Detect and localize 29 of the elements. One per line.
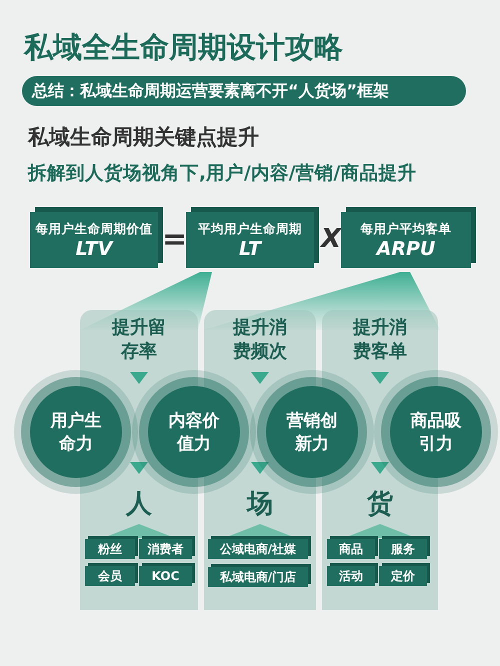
- subheading: 拆解到人货场视角下,用户/内容/营销/商品提升: [28, 162, 416, 185]
- formula-box: 每用户生命周期价值 LTV: [30, 212, 158, 268]
- circle: 商品吸引力: [390, 386, 482, 478]
- tag-box: 商品: [327, 539, 375, 559]
- subheading: 私域生命周期关键点提升: [28, 124, 259, 151]
- tag-box: KOC: [139, 566, 192, 586]
- category-heading: 货: [350, 485, 410, 521]
- column-heading: 提升消费客单: [352, 316, 408, 364]
- summary-banner: 总结：私域生命周期运营要素离不开“人货场”框架: [22, 76, 466, 106]
- tag-box: 活动: [327, 566, 375, 586]
- tag-box: 粉丝: [85, 539, 135, 559]
- circle: 营销创新力: [266, 386, 358, 478]
- circle: 用户生命力: [30, 386, 122, 478]
- tag-box: 公域电商/社媒: [208, 539, 308, 559]
- tag-box: 私域电商/门店: [208, 567, 308, 587]
- column-heading: 提升消费频次: [232, 316, 288, 364]
- tag-box: 会员: [85, 566, 135, 586]
- title: 私域全生命周期设计攻略: [24, 29, 343, 66]
- tag-box: 定价: [379, 566, 427, 586]
- formula-box: 平均用户生命周期 LT: [186, 212, 314, 268]
- tag-box: 消费者: [139, 539, 192, 559]
- column-heading: 提升留存率: [110, 316, 167, 364]
- circle: 内容价值力: [148, 386, 240, 478]
- tag-box: 服务: [379, 539, 427, 559]
- category-heading: 场: [230, 485, 290, 521]
- formula-box: 每用户平均客单 ARPU: [341, 212, 471, 268]
- equals-sign: =: [162, 222, 188, 257]
- category-heading: 人: [109, 485, 169, 521]
- multiply-sign: X: [321, 224, 342, 254]
